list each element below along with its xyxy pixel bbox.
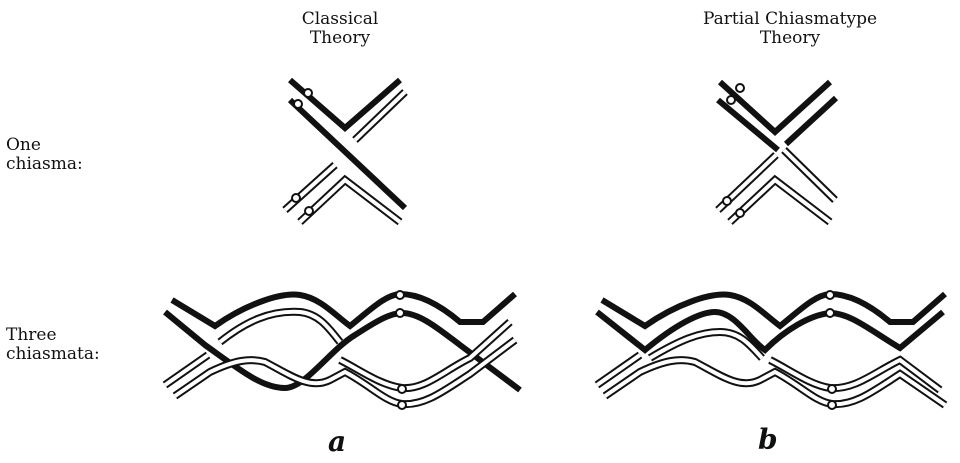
- centromere: [726, 95, 736, 105]
- centromere: [395, 308, 405, 318]
- one-chiasma-partial: [715, 79, 839, 226]
- header-partial-chiasmatype-theory: Partial Chiasmatype Theory: [665, 10, 915, 48]
- thick-strand-upper-wave: [170, 290, 517, 330]
- thick-strand-crossing: [287, 97, 408, 211]
- centromere: [397, 384, 407, 394]
- centromere: [827, 400, 837, 410]
- header-partial-line1: Partial Chiasmatype: [702, 9, 878, 29]
- centromere: [397, 400, 407, 410]
- three-chiasmata-classical: [162, 290, 522, 410]
- centromere: [825, 308, 835, 318]
- thick-strand-upper-left: [716, 97, 780, 153]
- centromere: [291, 193, 301, 203]
- centromere: [827, 384, 837, 394]
- header-classical-line2: Theory: [309, 28, 371, 48]
- thick-strand-upper-wave: [600, 290, 947, 330]
- panel-label-b: b: [758, 423, 778, 456]
- row-label-three-line2: chiasmata:: [6, 344, 100, 364]
- row-label-one-line2: chiasma:: [6, 154, 83, 174]
- centromere: [825, 290, 835, 300]
- centromere: [293, 99, 303, 109]
- centromere: [303, 88, 313, 98]
- thick-strand-lower-wave: [163, 309, 522, 393]
- thick-strand-top-v: [288, 77, 402, 132]
- centromere: [722, 196, 732, 206]
- three-chiasmata-partial: [594, 290, 948, 410]
- header-partial-line2: Theory: [759, 28, 821, 48]
- row-label-one-line1: One: [6, 135, 41, 155]
- centromere: [395, 290, 405, 300]
- one-chiasma-classical: [282, 77, 408, 226]
- row-label-three-line1: Three: [6, 325, 57, 345]
- centromere: [304, 206, 314, 216]
- header-classical-line1: Classical: [301, 9, 379, 29]
- panel-label-a: a: [328, 425, 347, 458]
- centromere: [735, 83, 745, 93]
- centromere: [735, 208, 745, 218]
- row-label-one-chiasma: One chiasma:: [6, 136, 83, 174]
- header-classical-theory: Classical Theory: [280, 10, 400, 48]
- thick-strand-lower-wave: [595, 308, 945, 354]
- row-label-three-chiasmata: Three chiasmata:: [6, 326, 100, 364]
- thick-strand-upper-right: [783, 95, 839, 147]
- thick-strand-top-v: [717, 79, 833, 137]
